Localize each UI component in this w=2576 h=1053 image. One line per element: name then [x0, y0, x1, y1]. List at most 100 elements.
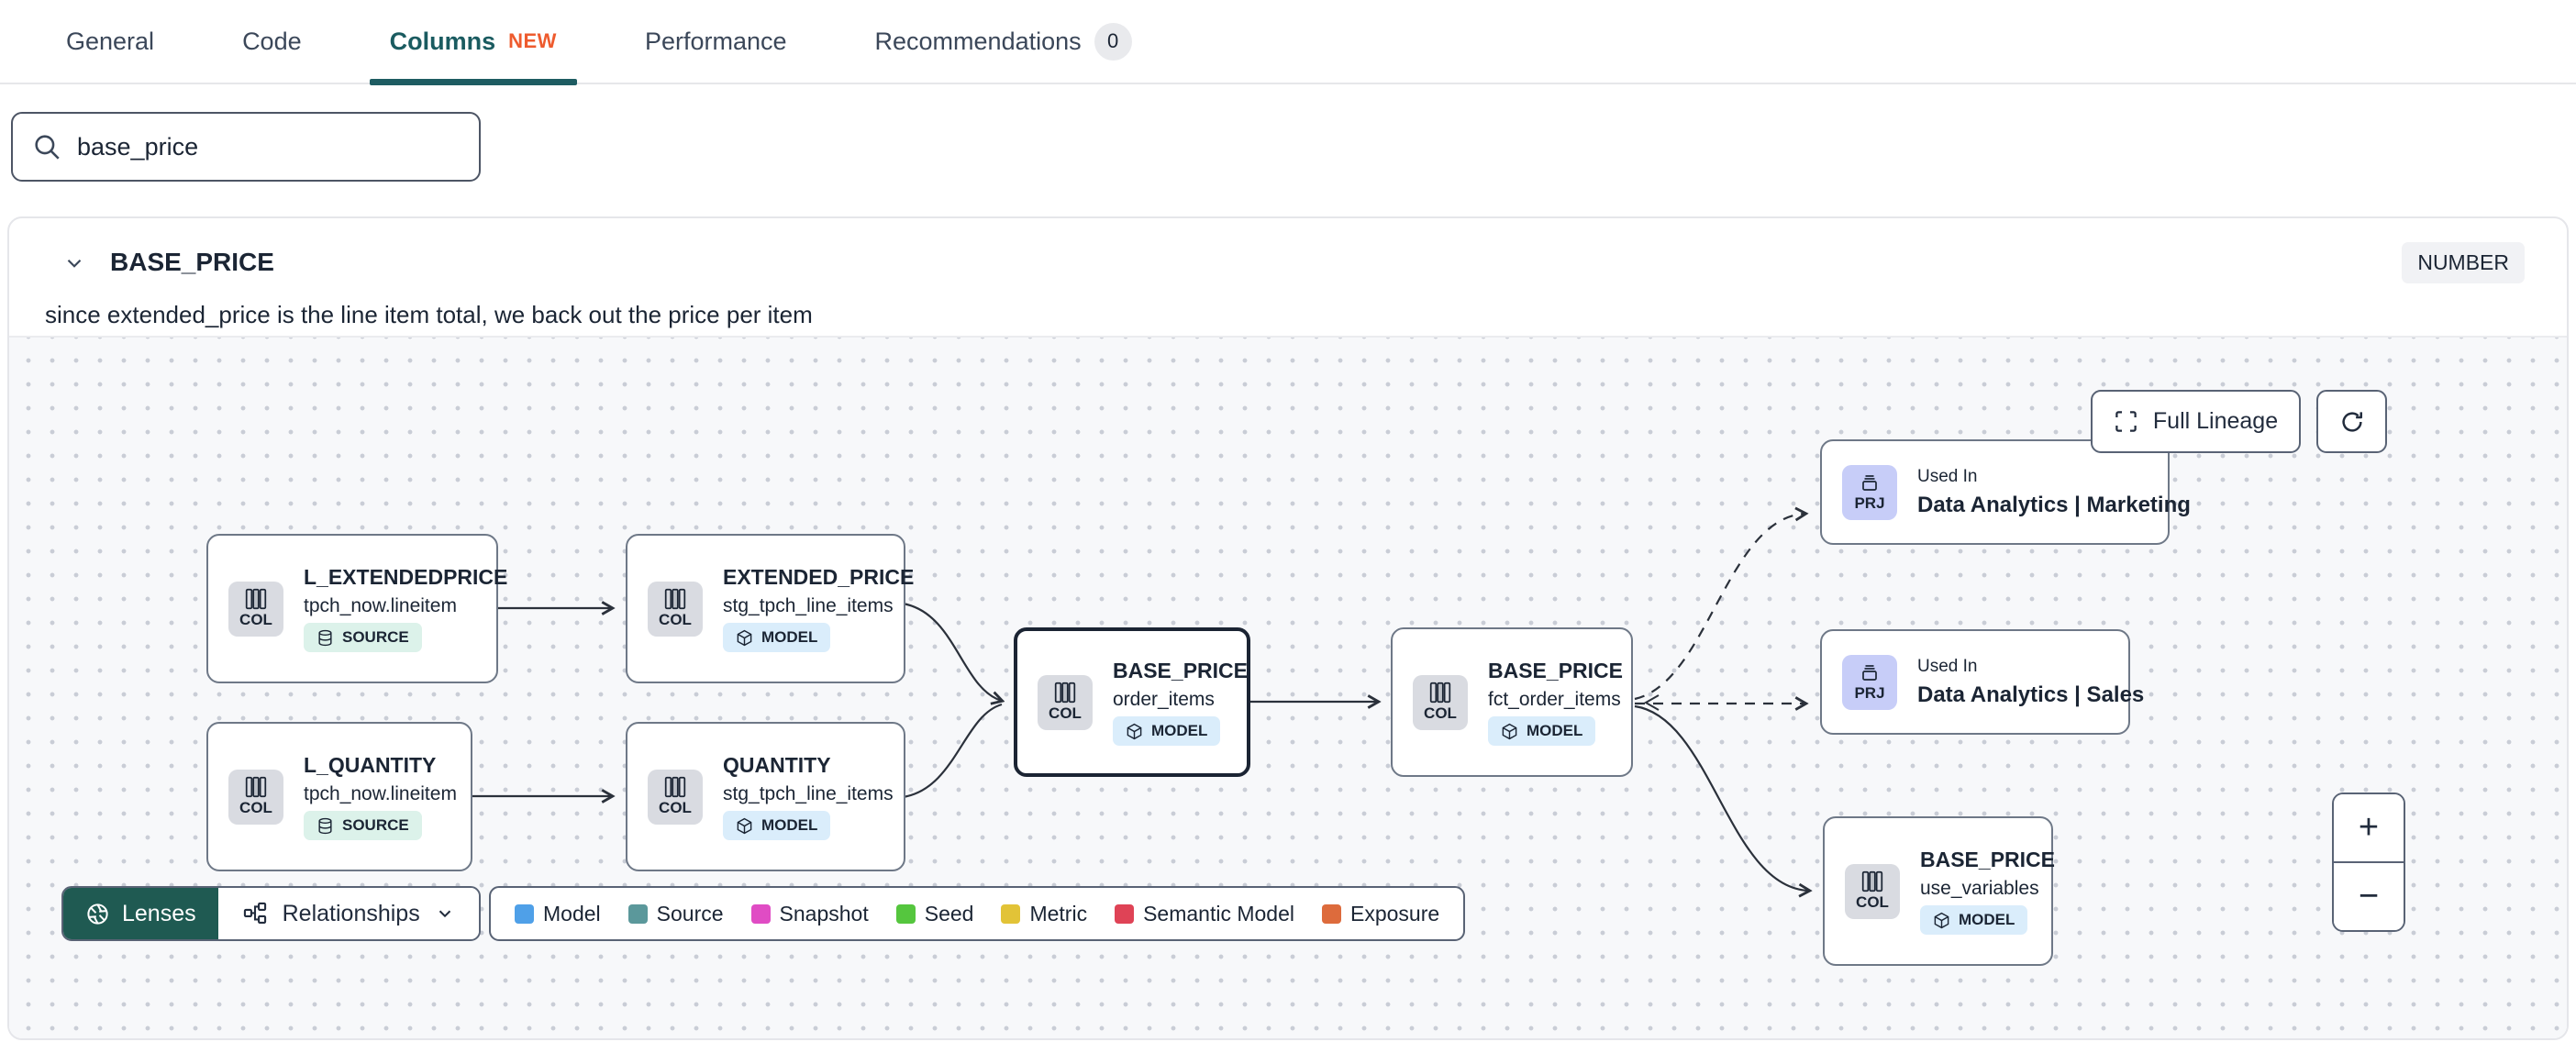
node-l-quantity[interactable]: COL L_QUANTITY tpch_now.lineitem SOURCE	[206, 722, 472, 871]
tab-general-label: General	[66, 27, 155, 55]
node-used-in-marketing[interactable]: PRJ Used In Data Analytics | Marketing	[1820, 439, 2191, 545]
legend-item-model: Model	[515, 902, 601, 926]
node-l-extendedprice[interactable]: COL L_EXTENDEDPRICE tpch_now.lineitem SO…	[206, 534, 507, 683]
node-subtitle: stg_tpch_line_items	[723, 595, 894, 616]
chevron-down-icon	[439, 910, 450, 918]
semantic-model-swatch	[1115, 903, 1135, 924]
zoom-in-button[interactable]: +	[2334, 794, 2404, 863]
cube-icon	[737, 629, 752, 646]
column-icon: COL	[1845, 863, 1900, 919]
tab-performance-label: Performance	[644, 27, 787, 55]
model-swatch	[515, 903, 534, 924]
tab-bar: General Code Columns NEW Performance Rec…	[0, 0, 2576, 85]
column-description: since extended_price is the line item to…	[45, 301, 813, 328]
zoom-out-button[interactable]: −	[2334, 863, 2404, 930]
column-icon: COL	[648, 581, 703, 637]
metric-swatch	[1001, 903, 1021, 924]
column-name: BASE_PRICE	[110, 248, 274, 276]
database-icon	[318, 629, 332, 646]
tab-recommendations-label: Recommendations	[874, 27, 1082, 55]
snapshot-swatch	[750, 903, 771, 924]
node-title: L_QUANTITY	[304, 753, 437, 777]
node-title: Data Analytics | Sales	[1917, 682, 2145, 707]
column-type-badge: NUMBER	[2402, 242, 2525, 283]
node-title: BASE_PRICE	[1488, 659, 1623, 682]
node-subtitle: use_variables	[1920, 878, 2039, 899]
project-icon: PRJ	[1842, 464, 1897, 520]
node-base-price-use-variables[interactable]: COL BASE_PRICE use_variables MODEL	[1823, 816, 2055, 966]
model-badge: MODEL	[723, 811, 831, 840]
source-swatch	[627, 903, 648, 924]
search-input[interactable]	[77, 132, 461, 161]
source-badge: SOURCE	[304, 811, 422, 840]
node-subtitle: stg_tpch_line_items	[723, 783, 894, 804]
column-icon: COL	[648, 769, 703, 825]
refresh-button[interactable]	[2316, 390, 2387, 453]
cube-icon	[737, 817, 752, 834]
full-lineage-button[interactable]: Full Lineage	[2091, 390, 2301, 453]
tab-general[interactable]: General	[66, 0, 154, 83]
lens-toolbar: Lenses Relationships	[61, 886, 481, 941]
lineage-edges	[472, 338, 2567, 1038]
legend-item-exposure: Exposure	[1322, 902, 1439, 926]
node-title: BASE_PRICE	[1920, 848, 2055, 871]
recommendations-count-badge: 0	[1094, 22, 1132, 61]
legend-item-seed: Seed	[895, 902, 973, 926]
collapse-chevron-icon[interactable]	[62, 251, 86, 275]
legend-item-semantic-model: Semantic Model	[1115, 902, 1294, 926]
node-used-in-sales[interactable]: PRJ Used In Data Analytics | Sales	[1820, 629, 2144, 735]
node-subtitle: fct_order_items	[1488, 689, 1621, 710]
relationships-dropdown[interactable]: Relationships	[217, 888, 479, 939]
source-badge: SOURCE	[304, 623, 422, 652]
node-base-price-order-items[interactable]: COL BASE_PRICE order_items MODEL	[1014, 627, 1250, 777]
column-search	[11, 112, 481, 182]
node-eyebrow: Used In	[1917, 466, 1978, 486]
node-base-price-fct-order-items[interactable]: COL BASE_PRICE fct_order_items MODEL	[1391, 627, 1633, 777]
seed-swatch	[895, 903, 916, 924]
expand-icon	[2115, 411, 2137, 432]
tab-code-label: Code	[242, 27, 302, 55]
relationships-icon	[243, 902, 266, 924]
cube-icon	[1127, 723, 1142, 739]
node-title: QUANTITY	[723, 753, 831, 777]
aperture-icon	[87, 903, 108, 925]
column-icon: COL	[1038, 674, 1093, 730]
zoom-control: + −	[2332, 793, 2405, 932]
project-icon: PRJ	[1842, 654, 1897, 710]
search-icon	[31, 131, 62, 162]
tab-code[interactable]: Code	[242, 0, 302, 83]
tab-columns-label: Columns	[389, 27, 496, 55]
new-badge: NEW	[508, 29, 557, 52]
cube-icon	[1502, 723, 1517, 739]
node-quantity[interactable]: COL QUANTITY stg_tpch_line_items MODEL	[626, 722, 905, 871]
node-extended-price[interactable]: COL EXTENDED_PRICE stg_tpch_line_items M…	[626, 534, 914, 683]
legend-item-metric: Metric	[1001, 902, 1087, 926]
cube-icon	[1934, 912, 1949, 928]
exposure-swatch	[1322, 903, 1341, 924]
column-icon: COL	[1413, 674, 1468, 730]
database-icon	[318, 817, 332, 834]
node-title: Data Analytics | Marketing	[1917, 492, 2191, 517]
lenses-button[interactable]: Lenses	[63, 888, 218, 939]
tab-performance[interactable]: Performance	[645, 0, 787, 83]
node-title: BASE_PRICE	[1113, 659, 1248, 682]
node-subtitle: tpch_now.lineitem	[304, 595, 457, 616]
node-subtitle: order_items	[1113, 689, 1215, 710]
model-badge: MODEL	[1113, 716, 1221, 746]
column-icon: COL	[228, 581, 283, 637]
model-badge: MODEL	[1920, 905, 2028, 935]
tab-columns[interactable]: Columns NEW	[369, 0, 578, 85]
resource-legend: Model Source Snapshot Seed Metric	[489, 886, 1466, 941]
column-icon: COL	[228, 769, 283, 825]
tab-recommendations[interactable]: Recommendations 0	[875, 0, 1132, 83]
model-badge: MODEL	[1488, 716, 1596, 746]
model-badge: MODEL	[723, 623, 831, 652]
legend-item-snapshot: Snapshot	[750, 902, 869, 926]
node-title: L_EXTENDEDPRICE	[304, 565, 508, 589]
node-eyebrow: Used In	[1917, 656, 1978, 676]
lineage-graph-canvas[interactable]: COL L_EXTENDEDPRICE tpch_now.lineitem SO…	[9, 336, 2567, 1038]
refresh-icon	[2341, 411, 2362, 432]
column-detail-panel: BASE_PRICE NUMBER since extended_price i…	[7, 216, 2569, 1040]
legend-item-source: Source	[627, 902, 724, 926]
